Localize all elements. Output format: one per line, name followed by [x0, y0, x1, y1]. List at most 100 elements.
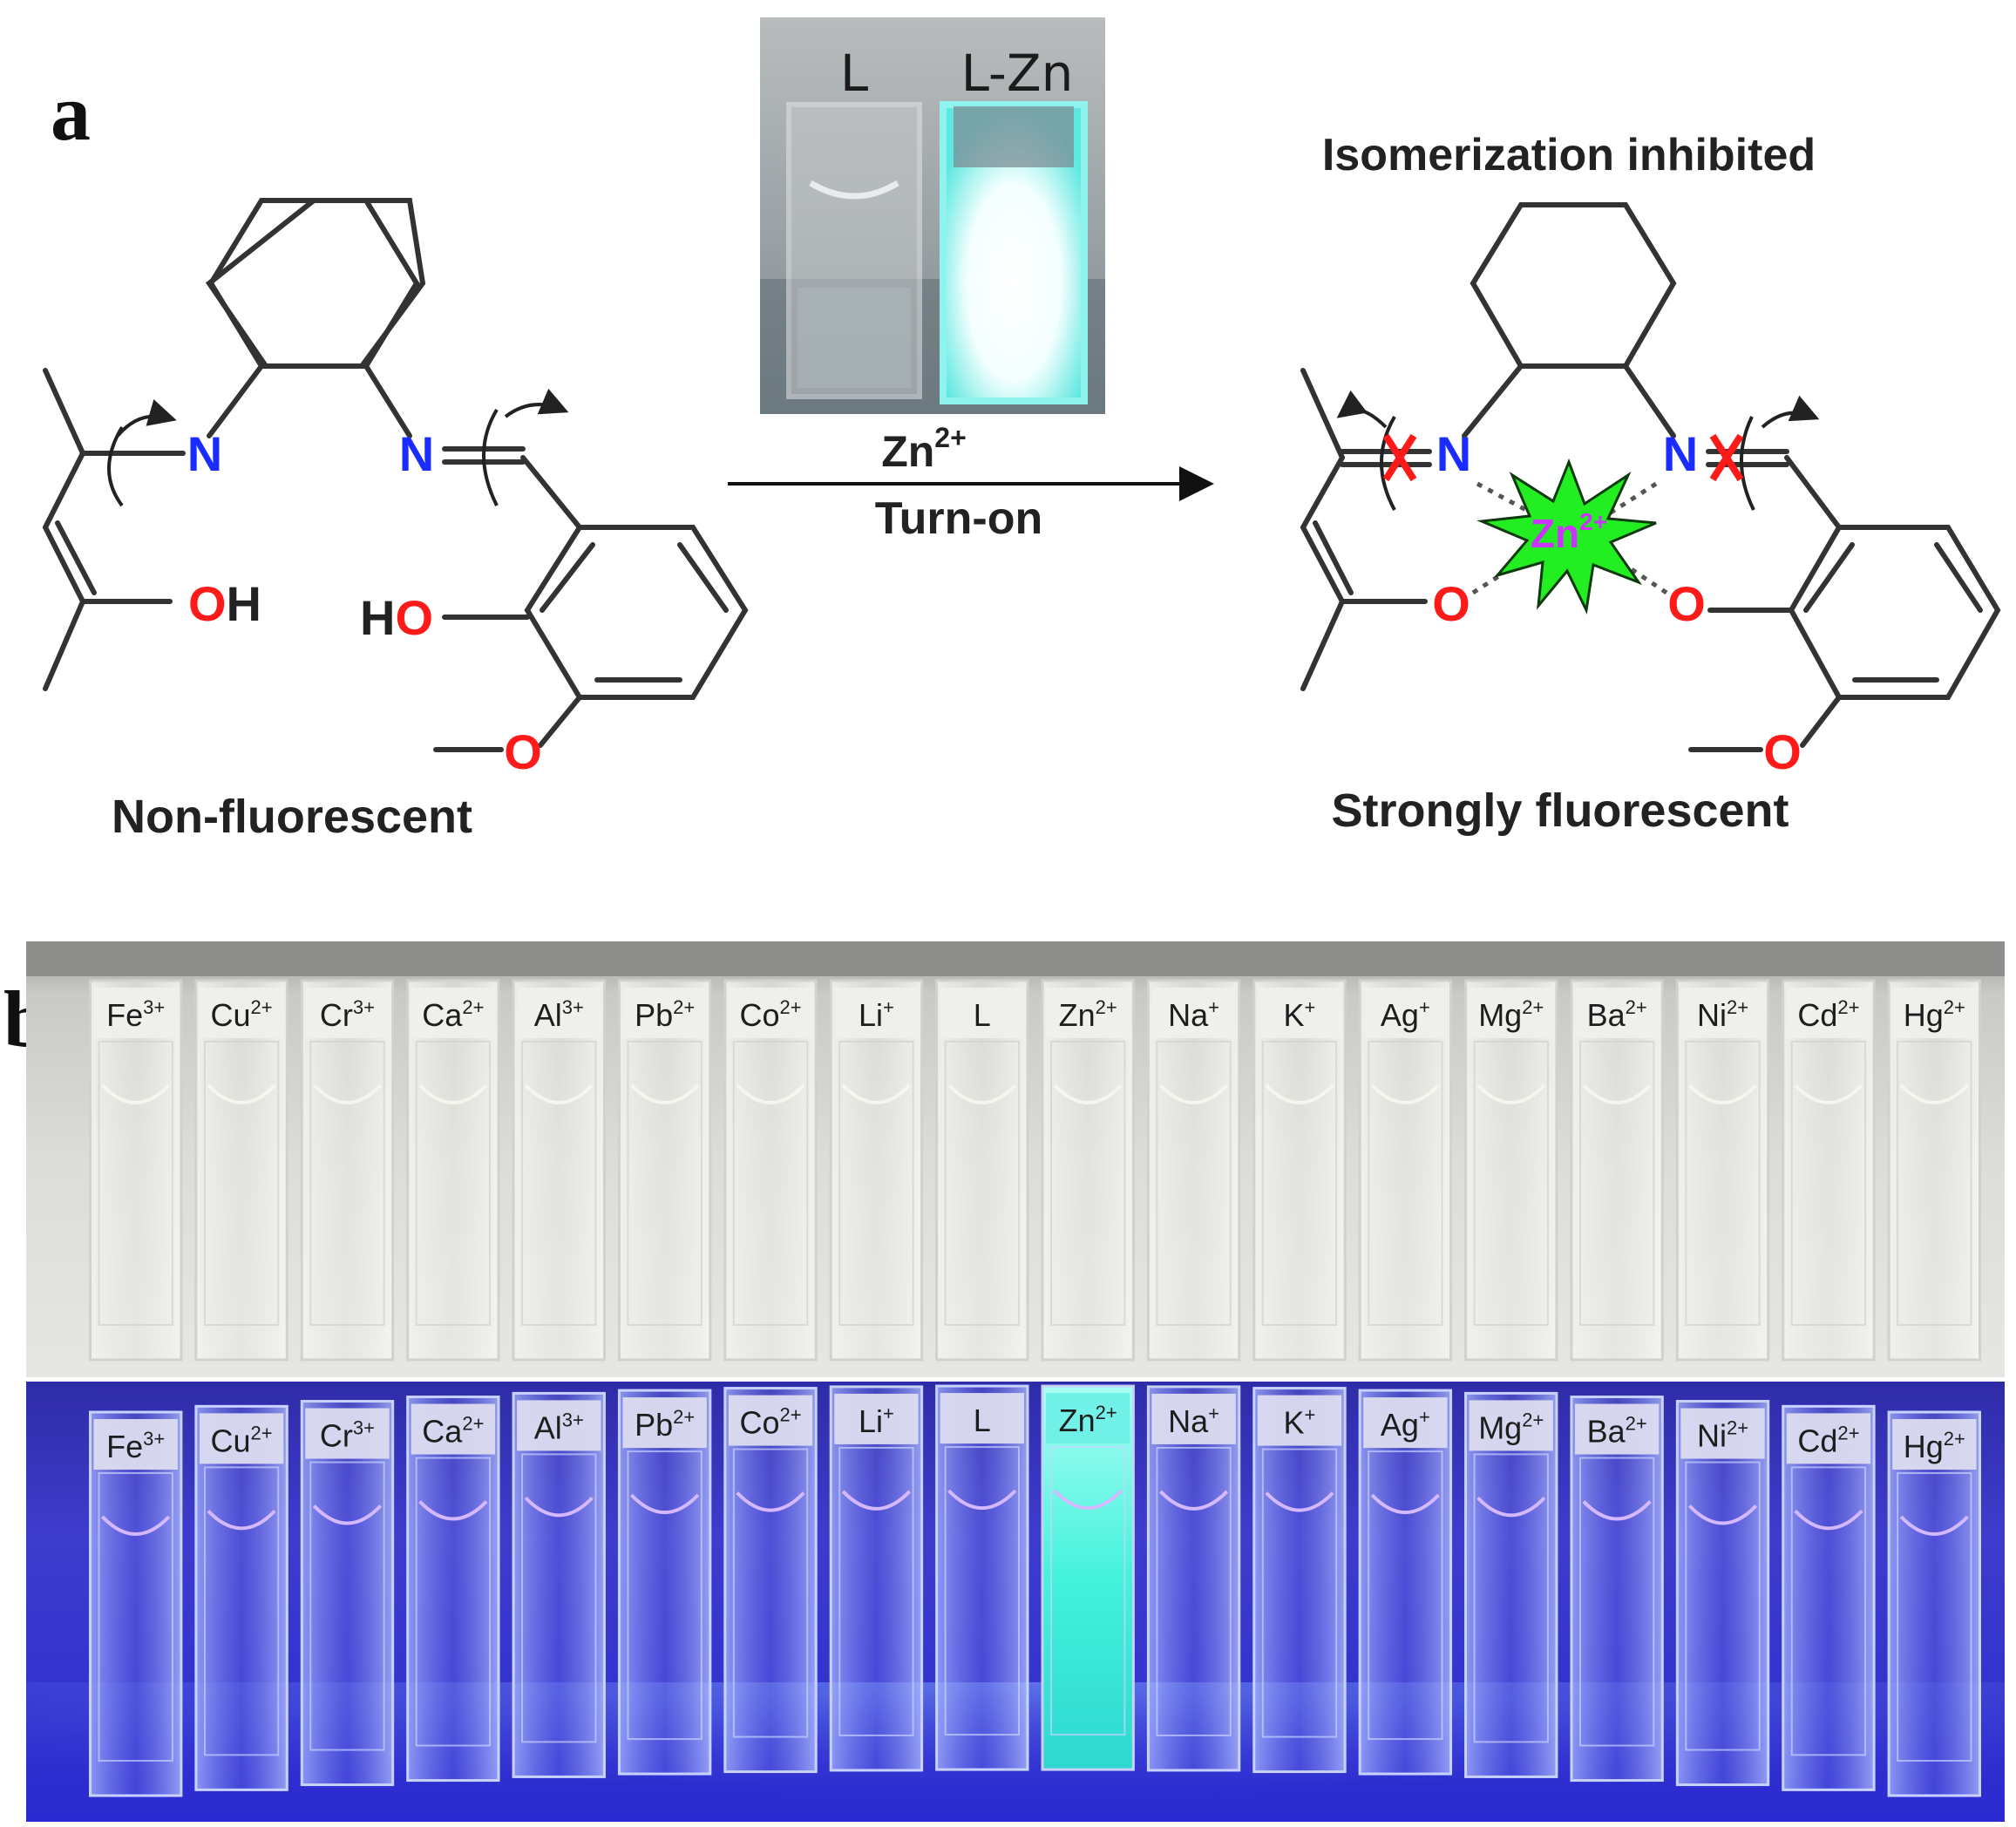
cuvette-day-5: [617, 979, 712, 1362]
cuvette-uv-9: [1041, 1384, 1135, 1771]
cuvette-uv-7: [829, 1385, 924, 1772]
label-tape-8: [940, 988, 1025, 1038]
cuvette-day-9: [1041, 979, 1135, 1362]
cuvette-uv-12: [1358, 1389, 1453, 1776]
label-tape-7: [834, 988, 919, 1038]
ion-label-uv-9: Zn2+: [1059, 1402, 1117, 1438]
cuvette-uv-6: [723, 1387, 818, 1774]
meniscus-11: [1265, 1491, 1334, 1512]
meniscus-6: [736, 1083, 805, 1104]
ion-label-uv-3: Ca2+: [422, 1413, 484, 1450]
ion-label-day-2: Cr3+: [320, 996, 375, 1033]
cuvette-day-12: [1358, 979, 1453, 1362]
meniscus-7: [841, 1490, 912, 1511]
meniscus-4: [524, 1497, 594, 1518]
label-tape-2: [305, 988, 390, 1038]
meniscus-8: [947, 1489, 1017, 1511]
ion-label-uv-4: Al3+: [534, 1409, 584, 1445]
label-tape-3: [411, 988, 496, 1038]
ion-label-day-3: Ca2+: [422, 996, 484, 1033]
ion-label-day-15: Ni2+: [1697, 996, 1748, 1033]
meniscus-0: [101, 1515, 171, 1536]
meniscus-16: [1794, 1083, 1863, 1104]
ion-label-uv-13: Mg2+: [1478, 1409, 1544, 1445]
label-tape-10: [1151, 1393, 1236, 1444]
cuvette-inner-11: [1261, 1041, 1338, 1326]
ion-label-uv-1: Cu2+: [211, 1422, 273, 1458]
cuvette-uv-8: [935, 1384, 1029, 1771]
ion-label-day-8: L: [974, 997, 991, 1033]
ligand-o-methoxy: O: [504, 724, 542, 779]
meniscus-3: [418, 1500, 488, 1521]
uv-cuvettes: [88, 1384, 1982, 1797]
ion-label-day-14: Ba2+: [1587, 996, 1647, 1033]
label-tape-12: [1363, 1397, 1448, 1449]
zinc-star: Zn2+: [1476, 458, 1657, 615]
ion-label-day-17: Hg2+: [1904, 996, 1965, 1033]
meniscus-1: [207, 1083, 276, 1104]
meniscus-5: [629, 1493, 700, 1515]
cuvette-day-10: [1146, 979, 1241, 1362]
meniscus-2: [312, 1083, 383, 1104]
ligand-structure: N OH N HO O Non-fluorescent: [43, 198, 749, 843]
cuvette-inner-4: [521, 1041, 597, 1326]
label-tape-10: [1151, 988, 1236, 1038]
cuvette-day-14: [1570, 979, 1664, 1362]
meniscus-15: [1687, 1504, 1758, 1525]
cuvette-uv-1: [194, 1404, 288, 1791]
cuvette-uv-2: [300, 1400, 395, 1787]
zinc-label: Zn2+: [1531, 508, 1607, 556]
label-tape-6: [728, 988, 813, 1038]
cuvette-inner-10: [1156, 1446, 1232, 1736]
cuvette-day-16: [1782, 979, 1876, 1362]
cuvette-day-13: [1464, 979, 1558, 1362]
inset-photo: L L-Zn: [760, 17, 1105, 414]
ion-label-day-16: Cd2+: [1797, 996, 1859, 1033]
ion-label-uv-10: Na+: [1168, 1403, 1219, 1439]
meniscus-1: [207, 1509, 276, 1531]
ion-label-day-0: Fe3+: [106, 996, 165, 1033]
cuvette-uv-17: [1887, 1410, 1982, 1797]
cuvette-inner-3: [415, 1041, 492, 1326]
meniscus-13: [1476, 1497, 1546, 1518]
condition-label: Turn-on: [875, 493, 1043, 544]
cuvette-inner-4: [521, 1453, 597, 1743]
cuvette-day-7: [829, 979, 924, 1362]
meniscus-13: [1476, 1083, 1546, 1104]
meniscus-17: [1899, 1515, 1969, 1536]
cuvette-day-2: [300, 979, 395, 1362]
right-top-caption: Isomerization inhibited: [1322, 130, 1816, 180]
label-tape-4: [517, 1400, 601, 1451]
label-tape-13: [1469, 988, 1553, 1038]
block-mark-left: [1382, 433, 1417, 482]
ion-label-day-11: K+: [1284, 996, 1316, 1033]
label-tape-0: [93, 1419, 178, 1470]
label-tape-14: [1574, 1403, 1660, 1455]
label-tape-11: [1257, 988, 1342, 1038]
label-tape-16: [1786, 1413, 1871, 1464]
cuvette-inner-14: [1578, 1041, 1655, 1326]
ion-label-uv-5: Pb2+: [635, 1406, 695, 1443]
cuvette-day-17: [1887, 979, 1982, 1362]
label-tape-9: [1045, 988, 1130, 1038]
label-tape-6: [728, 1395, 813, 1446]
ion-label-uv-16: Cd2+: [1797, 1422, 1859, 1458]
label-tape-7: [834, 1393, 919, 1444]
meniscus-5: [629, 1083, 700, 1104]
cuvette-inner-9: [1049, 1446, 1126, 1736]
reagent-label: Zn2+: [881, 422, 967, 476]
label-tape-3: [411, 1403, 496, 1455]
left-caption: Non-fluorescent: [112, 791, 472, 843]
complex-o-methoxy: O: [1763, 724, 1802, 779]
cuvette-uv-16: [1782, 1404, 1876, 1791]
cuvette-uv-10: [1146, 1385, 1241, 1772]
meniscus-15: [1687, 1083, 1758, 1104]
label-tape-13: [1469, 1400, 1553, 1451]
cuvette-day-3: [406, 979, 500, 1362]
cuvette-uv-14: [1570, 1396, 1664, 1783]
cuvette-inner-2: [309, 1041, 385, 1326]
meniscus-12: [1370, 1083, 1441, 1104]
